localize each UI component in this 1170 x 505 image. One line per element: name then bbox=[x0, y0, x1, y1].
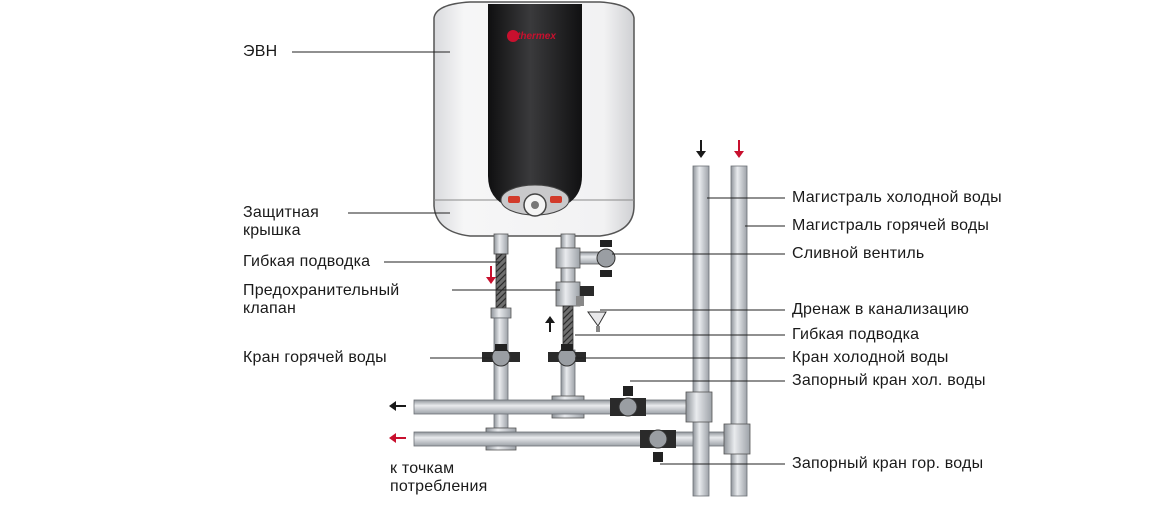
hot-main-pipe bbox=[730, 165, 748, 497]
cold-left-arrow-icon bbox=[389, 401, 406, 411]
label-evn: ЭВН bbox=[243, 43, 278, 60]
indicator-left-icon bbox=[508, 196, 520, 203]
water-heater-tank: thermex bbox=[433, 1, 635, 237]
hot-outlet-pipe bbox=[413, 431, 731, 447]
flow-arrows bbox=[389, 140, 744, 443]
label-drain-valve: Сливной вентиль bbox=[792, 245, 925, 262]
label-hot-shutoff: Запорный кран гор. воды bbox=[792, 455, 984, 472]
hot-outlet-branch bbox=[482, 233, 520, 451]
flex-hose-cold bbox=[562, 305, 574, 351]
logo-text: thermex bbox=[517, 31, 556, 42]
horizontal-pipes bbox=[413, 386, 731, 462]
cold-shutoff-icon bbox=[618, 397, 638, 417]
drain-funnel-icon bbox=[587, 311, 607, 327]
hot-shutoff-icon bbox=[648, 429, 668, 449]
label-flex-hose-right: Гибкая подводка bbox=[792, 326, 920, 343]
drain-valve-icon bbox=[596, 248, 616, 268]
label-safety-valve: Предохранительный клапан bbox=[243, 282, 400, 317]
label-flex-hose-left: Гибкая подводка bbox=[243, 253, 371, 270]
cold-main-pipe bbox=[692, 165, 710, 497]
label-consumption-points: к точкам потребления bbox=[390, 460, 488, 495]
label-hot-water-tap: Кран горячей воды bbox=[243, 349, 387, 366]
thermex-logo-icon bbox=[507, 30, 519, 42]
hot-down-arrow-icon bbox=[734, 140, 744, 158]
hot-branch-down-arrow-icon bbox=[486, 266, 496, 284]
cold-outlet-pipe bbox=[413, 399, 691, 415]
label-cold-shutoff: Запорный кран хол. воды bbox=[792, 372, 986, 389]
safety-valve-lever-icon bbox=[580, 286, 594, 296]
leader-lines bbox=[292, 51, 785, 465]
label-cold-main: Магистраль холодной воды bbox=[792, 189, 1002, 206]
cold-branch-up-arrow-icon bbox=[545, 316, 555, 332]
hot-left-arrow-icon bbox=[389, 433, 406, 443]
label-sewer-drain: Дренаж в канализацию bbox=[792, 301, 970, 318]
label-cold-water-tap: Кран холодной воды bbox=[792, 349, 949, 366]
indicator-right-icon bbox=[550, 196, 562, 203]
cold-down-arrow-icon bbox=[696, 140, 706, 158]
tank-dark-band bbox=[488, 4, 582, 212]
cold-inlet-branch bbox=[548, 233, 616, 419]
label-hot-main: Магистраль горячей воды bbox=[792, 217, 990, 234]
mains bbox=[685, 165, 751, 497]
label-protective-cover: Защитная крышка bbox=[243, 204, 319, 239]
